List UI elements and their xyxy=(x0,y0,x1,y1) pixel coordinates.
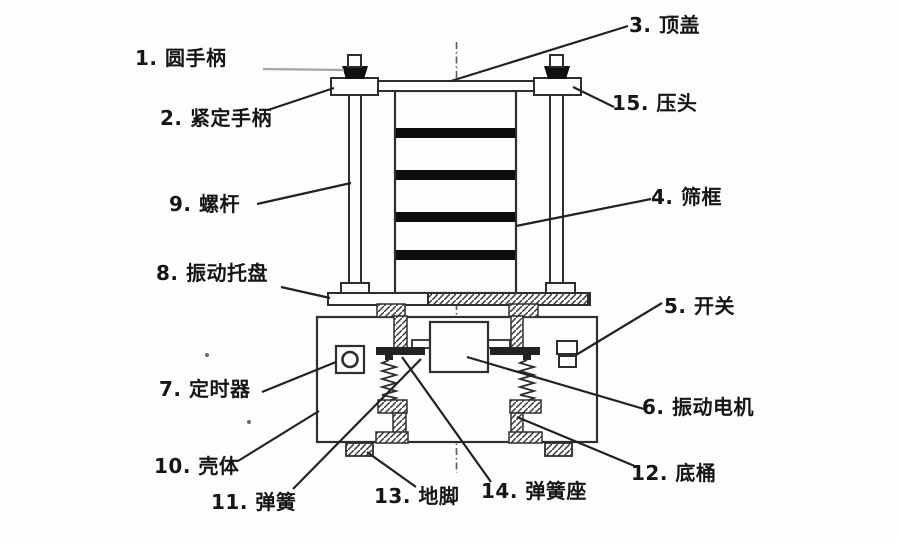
leader-top-cover xyxy=(450,24,629,83)
leader-bottom-barrel xyxy=(516,415,638,469)
spring-plate-right xyxy=(490,347,540,355)
round-handle-left-cap xyxy=(347,54,362,68)
speck-dot xyxy=(247,420,251,424)
leader-spring-seat xyxy=(401,356,492,483)
sieve-frame-band-3 xyxy=(396,212,515,222)
screw-rod-right xyxy=(549,92,564,284)
top-assembly xyxy=(330,54,582,96)
label-bottom-barrel: 12. 底桶 xyxy=(631,461,717,485)
leader-press-head xyxy=(572,86,615,108)
upper-mount-right xyxy=(508,303,539,318)
leader-spring xyxy=(292,358,422,490)
leader-foot xyxy=(366,451,417,488)
spring-seat-right xyxy=(509,399,542,414)
spring-seat-left xyxy=(377,399,408,414)
press-head-left xyxy=(330,77,379,96)
label-housing: 10. 壳体 xyxy=(154,454,240,478)
label-switch: 5. 开关 xyxy=(664,294,735,318)
label-foot: 13. 地脚 xyxy=(374,484,460,508)
upper-column-left xyxy=(393,315,408,349)
label-spring: 11. 弹簧 xyxy=(211,490,297,514)
leader-vibration-tray xyxy=(280,285,331,300)
screw-rod-left xyxy=(348,92,362,284)
label-vibration-motor: 6. 振动电机 xyxy=(642,395,754,419)
spring-plate-left xyxy=(376,347,425,355)
sieve-frame-band-1 xyxy=(396,128,515,138)
sieve-frame-band-4 xyxy=(396,250,515,260)
vibration-tray xyxy=(327,292,591,306)
timer-box xyxy=(334,344,366,375)
leader-locking-handle xyxy=(267,86,335,112)
label-spring-seat: 14. 弹簧座 xyxy=(481,479,587,503)
leader-timer xyxy=(261,360,337,394)
spring-seat-right-column xyxy=(510,412,524,434)
sieve-stack xyxy=(393,89,518,295)
spring-seat-left-column xyxy=(392,412,407,434)
switch-upper xyxy=(556,340,578,355)
sieve-body xyxy=(393,89,518,295)
screw-rods xyxy=(340,92,576,295)
leader-sieve-frame xyxy=(515,197,652,228)
coil-spring-right xyxy=(516,359,538,402)
switch-lower xyxy=(558,355,577,368)
spring-hook-left xyxy=(385,355,393,360)
leader-switch xyxy=(575,302,663,356)
sieve-frame-band-2 xyxy=(396,170,515,180)
label-locking-handle: 2. 紧定手柄 xyxy=(160,106,272,130)
spring-seat-right-base xyxy=(508,431,543,444)
label-top-cover: 3. 顶盖 xyxy=(629,13,700,37)
leader-screw-rod xyxy=(256,181,352,206)
leader-round-handle xyxy=(262,67,345,72)
spring-seat-left-base xyxy=(375,431,409,444)
upper-column-right xyxy=(510,315,524,349)
leader-lines xyxy=(237,24,663,490)
vibration-motor xyxy=(428,320,490,374)
round-handle-right-cap xyxy=(549,54,564,68)
label-timer: 7. 定时器 xyxy=(159,377,251,401)
speck-dot xyxy=(205,353,209,357)
label-sieve-frame: 4. 筛框 xyxy=(651,185,722,209)
upper-mount-left xyxy=(376,303,406,318)
label-screw-rod: 9. 螺杆 xyxy=(169,192,240,216)
inner-mechanism xyxy=(334,303,578,444)
leader-housing xyxy=(237,410,320,462)
anchor-foot-left xyxy=(345,442,374,457)
anchor-foot-right xyxy=(544,442,573,457)
timer-dial xyxy=(341,350,359,369)
label-press-head: 15. 压头 xyxy=(612,91,698,115)
leader-vibration-motor xyxy=(466,355,645,411)
tray-hatched-section xyxy=(427,292,589,306)
spring-hook-right xyxy=(523,355,531,360)
round-handle-right xyxy=(544,66,570,79)
label-round-handle: 1. 圆手柄 xyxy=(135,46,227,70)
round-handle-left xyxy=(342,66,368,79)
label-vibration-tray: 8. 振动托盘 xyxy=(156,261,268,285)
